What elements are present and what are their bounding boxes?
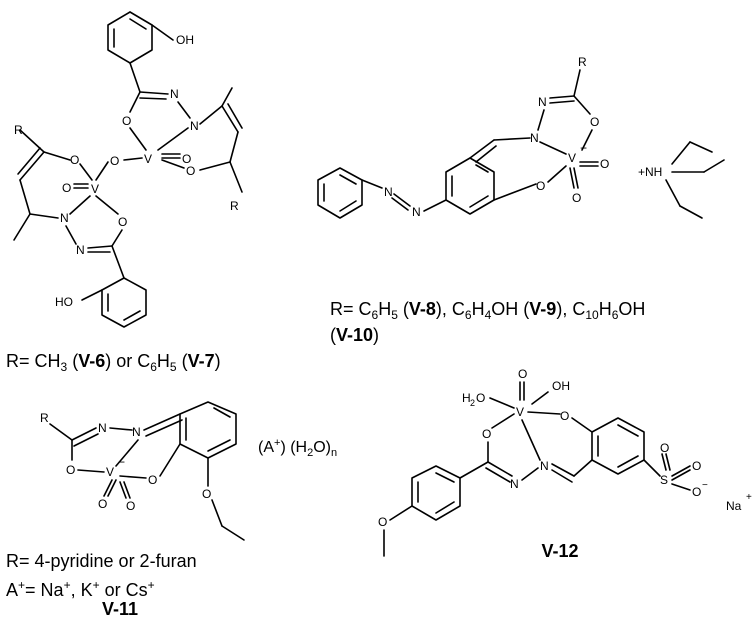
- caption-v8-v10-line1: R= C6H5 (V-8), C6H4OH (V-9), C10H6OH: [330, 299, 646, 322]
- oh-label-top: OH: [176, 33, 194, 47]
- structure-v8-v10: N N N N R O V − O O O +NH: [317, 55, 725, 219]
- o-label: O: [476, 391, 485, 405]
- r-label: R: [230, 199, 239, 213]
- o-label: O: [122, 114, 131, 128]
- structure-v6-v7: OH N O N R O V O O V O O R N O: [13, 11, 243, 328]
- o-label: O: [202, 487, 211, 501]
- h2o-label: H: [462, 391, 471, 405]
- n-label: N: [384, 185, 393, 199]
- o-label: O: [560, 409, 569, 423]
- o-label: O: [536, 179, 545, 193]
- nh-label: +NH: [638, 165, 662, 179]
- n-label: N: [60, 211, 69, 225]
- o-label: O: [186, 164, 195, 178]
- o-label: O: [572, 191, 581, 205]
- v-charge: −: [580, 141, 587, 155]
- o-label: O: [692, 485, 701, 499]
- o-label: O: [590, 115, 599, 129]
- o-label: O: [600, 157, 609, 171]
- v-charge: −: [118, 455, 125, 469]
- n-label: N: [412, 205, 421, 219]
- v-label: V: [144, 152, 152, 166]
- n-label: N: [538, 95, 547, 109]
- o-label: O: [66, 463, 75, 477]
- structure-v11: R N N O V − O O O O: [40, 401, 245, 541]
- o-label: O: [692, 459, 701, 473]
- o-label: O: [118, 215, 127, 229]
- o-label: O: [482, 427, 491, 441]
- n-label: N: [190, 119, 199, 133]
- n-label: N: [76, 243, 85, 257]
- s-label: S: [660, 473, 668, 487]
- h2o-sub: 2: [470, 398, 475, 408]
- n-label: N: [170, 87, 179, 101]
- o-label: O: [62, 181, 71, 195]
- o-label: O: [98, 497, 107, 511]
- v11-counterion: (A+) (H2O)n: [258, 437, 337, 459]
- r-label: R: [40, 411, 49, 425]
- v-label: V: [568, 151, 576, 165]
- r-label: R: [14, 123, 23, 137]
- caption-v6-v7: R= CH3 (V-6) or C6H5 (V-7): [6, 351, 221, 374]
- n-label: N: [530, 131, 539, 145]
- v-label: V: [516, 405, 524, 419]
- o-label: O: [182, 152, 191, 166]
- o-label: O: [148, 473, 157, 487]
- na-label: Na: [726, 499, 742, 513]
- oh2-label: OH: [552, 379, 570, 393]
- r-label: R: [578, 55, 587, 69]
- o-label: O: [70, 153, 79, 167]
- ho-label-bottom: HO: [55, 295, 73, 309]
- o-charge: −: [702, 480, 708, 491]
- caption-v11-r: R= 4-pyridine or 2-furan: [6, 551, 197, 571]
- n-label: N: [540, 459, 549, 473]
- n-label: N: [98, 421, 107, 435]
- na-charge: +: [746, 492, 752, 503]
- o-label: O: [378, 515, 387, 529]
- svg-text:(A+) (H2O)n: (A+) (H2O)n: [258, 437, 337, 459]
- v-label: V: [91, 182, 99, 196]
- n-label: N: [510, 477, 519, 491]
- label-v11: V-11: [101, 599, 139, 619]
- v-label: V: [106, 465, 114, 479]
- caption-v8-v10-line2: (V-10): [330, 325, 380, 345]
- caption-v11-a: A+= Na+, K+ or Cs+: [6, 578, 155, 600]
- o-label: O: [126, 499, 135, 513]
- o-label: O: [110, 154, 119, 168]
- n-label: N: [132, 425, 141, 439]
- o-label: O: [660, 441, 669, 455]
- structure-v12: H 2 O O OH V O O N N S O O O − Na +: [378, 367, 752, 557]
- o-label: O: [518, 367, 527, 381]
- label-v12: V-12: [541, 541, 579, 561]
